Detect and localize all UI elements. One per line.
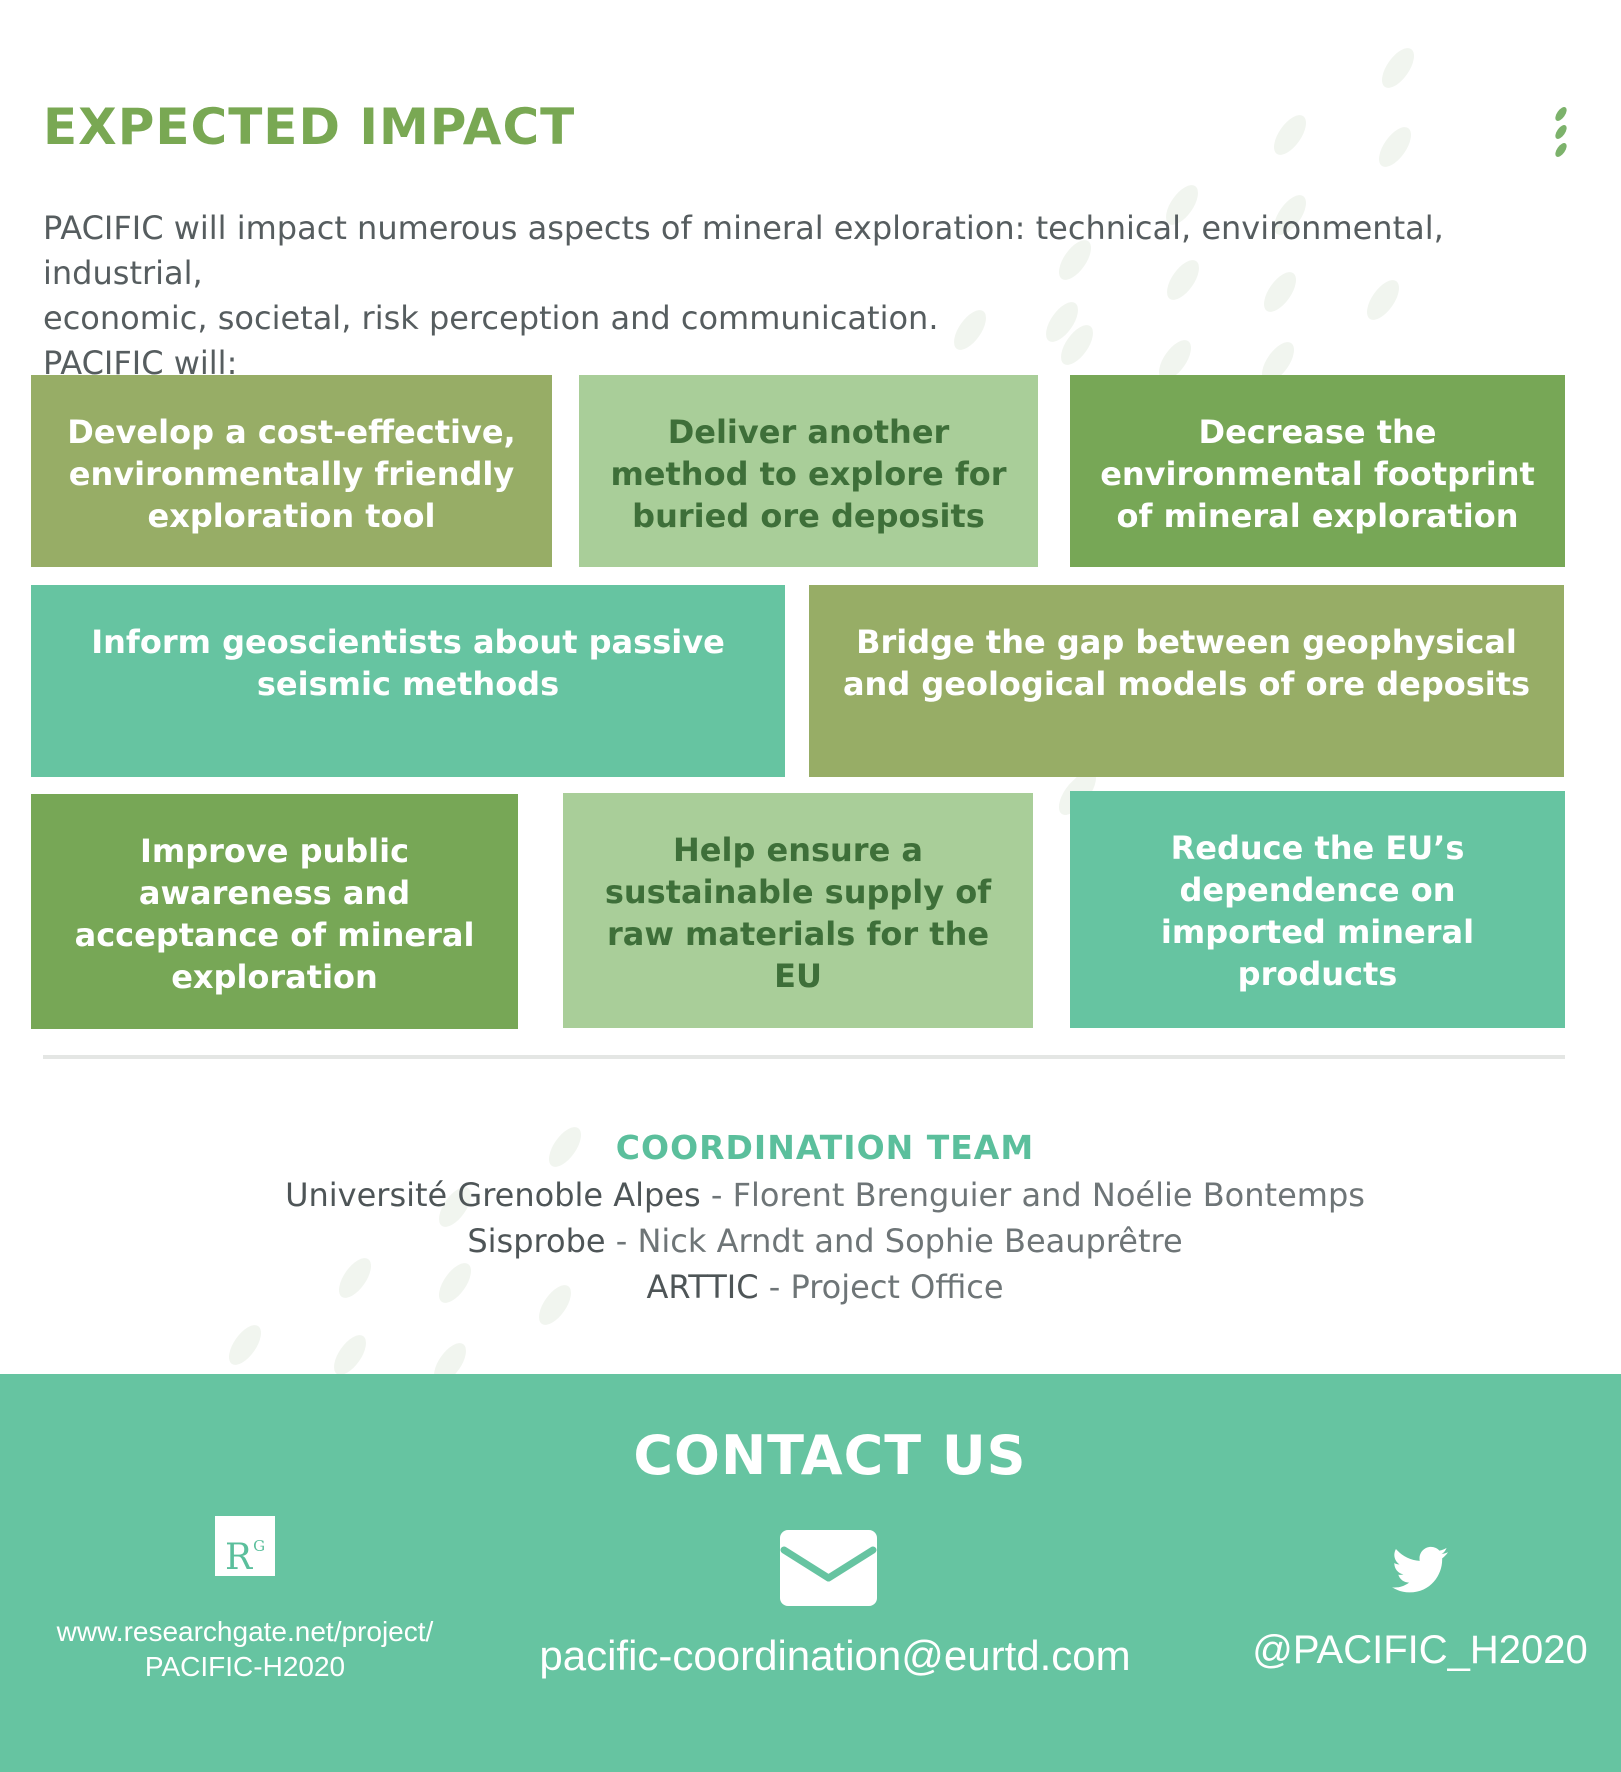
- intro-line: economic, societal, risk perception and …: [43, 299, 939, 337]
- impact-box-reduce-dependence: Reduce the EU’s dependence on imported m…: [1070, 791, 1565, 1028]
- member-people: Nick Arndt and Sophie Beauprêtre: [637, 1222, 1183, 1260]
- intro-paragraph: PACIFIC will impact numerous aspects of …: [43, 206, 1573, 386]
- impact-box-text: Develop a cost-effective, environmentall…: [67, 413, 516, 535]
- impact-box-text: Decrease the environmental footprint of …: [1100, 413, 1535, 535]
- impact-box-text: Help ensure a sustainable supply of raw …: [604, 831, 992, 995]
- impact-box-text: Improve public awareness and acceptance …: [74, 832, 475, 996]
- intro-line: PACIFIC will impact numerous aspects of …: [43, 209, 1444, 292]
- contact-section: CONTACT US RG www.researchgate.net/proje…: [0, 1374, 1621, 1772]
- researchgate-icon[interactable]: RG: [215, 1516, 275, 1578]
- coordination-member: Sisprobe - Nick Arndt and Sophie Beauprê…: [0, 1222, 1621, 1260]
- member-people: Florent Brenguier and Noélie Bontemps: [732, 1176, 1365, 1214]
- coordination-member: ARTTIC - Project Office: [0, 1268, 1621, 1306]
- impact-box-public-awareness: Improve public awareness and acceptance …: [31, 794, 518, 1029]
- impact-box-sustainable-supply: Help ensure a sustainable supply of raw …: [563, 793, 1033, 1028]
- impact-box-text: Reduce the EU’s dependence on imported m…: [1160, 829, 1475, 993]
- member-separator: -: [700, 1176, 733, 1214]
- contact-title: CONTACT US: [633, 1424, 1027, 1487]
- researchgate-icon-sup: G: [253, 1537, 266, 1555]
- impact-box-text: Deliver another method to explore for bu…: [610, 413, 1007, 535]
- impact-box-develop-tool: Develop a cost-effective, environmentall…: [31, 375, 552, 567]
- member-separator: -: [758, 1268, 791, 1306]
- leaf-accent-mark: [1555, 107, 1567, 157]
- impact-box-text: Inform geoscientists about passive seism…: [91, 623, 725, 703]
- section-title: EXPECTED IMPACT: [43, 98, 576, 156]
- twitter-handle-link[interactable]: @PACIFIC_H2020: [1252, 1628, 1588, 1672]
- member-organization: ARTTIC: [646, 1268, 759, 1306]
- impact-box-bridge-gap: Bridge the gap between geophysical and g…: [809, 585, 1564, 777]
- envelope-icon[interactable]: [780, 1530, 877, 1606]
- researchgate-icon-letter: R: [224, 1537, 253, 1578]
- impact-box-decrease-footprint: Decrease the environmental footprint of …: [1070, 375, 1565, 567]
- researchgate-link-line: www.researchgate.net/project/: [56, 1616, 434, 1647]
- member-separator: -: [605, 1222, 638, 1260]
- impact-box-inform-geoscientists: Inform geoscientists about passive seism…: [31, 585, 785, 777]
- twitter-bird-icon[interactable]: [1392, 1546, 1448, 1594]
- coordination-title: COORDINATION TEAM: [615, 1128, 1035, 1167]
- impact-box-text: Bridge the gap between geophysical and g…: [842, 623, 1531, 703]
- member-people: Project Office: [790, 1268, 1004, 1306]
- coordination-member: Université Grenoble Alpes - Florent Bren…: [0, 1176, 1621, 1214]
- section-divider: [43, 1055, 1565, 1059]
- researchgate-link-line: PACIFIC-H2020: [144, 1651, 346, 1682]
- member-organization: Université Grenoble Alpes: [285, 1176, 701, 1214]
- member-organization: Sisprobe: [467, 1222, 606, 1260]
- email-link[interactable]: pacific-coordination@eurtd.com: [539, 1632, 1131, 1679]
- researchgate-link[interactable]: www.researchgate.net/project/ PACIFIC-H2…: [35, 1614, 455, 1684]
- impact-box-deliver-method: Deliver another method to explore for bu…: [579, 375, 1038, 567]
